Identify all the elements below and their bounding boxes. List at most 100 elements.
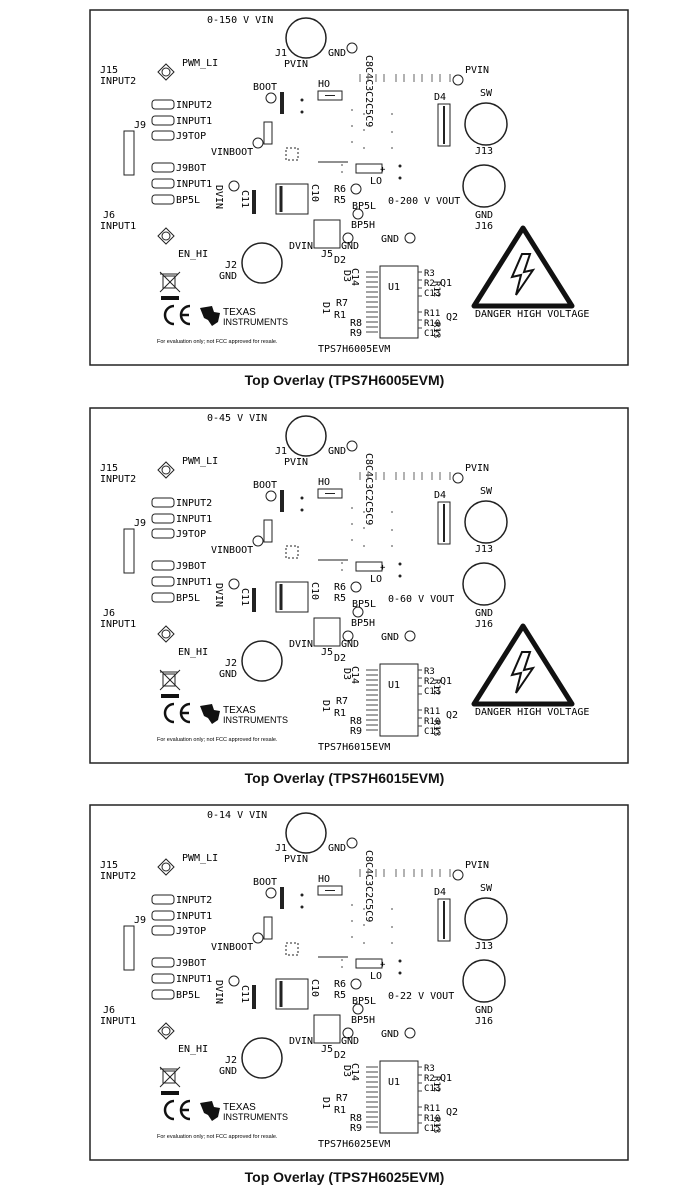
- vinboot-testpoint[interactable]: [252, 137, 264, 149]
- u1-pins-left: [366, 271, 378, 333]
- r10-label: R10: [424, 1114, 440, 1124]
- j9top-jumper[interactable]: [151, 925, 175, 936]
- input1-jumper-b[interactable]: [151, 973, 175, 984]
- j5-label: J5: [321, 647, 333, 658]
- input2-jumper[interactable]: [151, 99, 175, 110]
- j5-connector[interactable]: [313, 617, 341, 647]
- c11-pad: [252, 588, 256, 612]
- bp5h-testpoint[interactable]: [352, 1003, 364, 1015]
- ti-line1: TEXAS: [223, 307, 256, 318]
- bp5l-testpoint[interactable]: [350, 978, 362, 990]
- r1-label: R1: [334, 1105, 346, 1116]
- dvin-testpoint[interactable]: [228, 975, 240, 987]
- j16-connector[interactable]: [462, 164, 506, 208]
- input2-jumper[interactable]: [151, 894, 175, 905]
- j13-connector[interactable]: [464, 897, 508, 941]
- gnd-top-testpoint[interactable]: [346, 42, 358, 54]
- boot-testpoint[interactable]: [265, 92, 277, 104]
- j5-gnd-testpoint[interactable]: [342, 630, 354, 642]
- lo-plus: +: [380, 563, 386, 573]
- j1-connector[interactable]: [285, 415, 327, 457]
- j5-gnd-testpoint[interactable]: [342, 232, 354, 244]
- pvin-right-testpoint[interactable]: [452, 869, 464, 881]
- j6-label: J6: [103, 608, 115, 619]
- bp5h-testpoint[interactable]: [352, 208, 364, 220]
- j1-connector[interactable]: [285, 812, 327, 854]
- j15-pad[interactable]: [157, 63, 175, 81]
- bp5l-testpoint[interactable]: [350, 183, 362, 195]
- gnd-top-testpoint[interactable]: [346, 837, 358, 849]
- j13-connector[interactable]: [464, 500, 508, 544]
- j15-label: J15: [100, 860, 118, 871]
- input1-jumper-a[interactable]: [151, 910, 175, 921]
- dvin-testpoint[interactable]: [228, 578, 240, 590]
- c11-pad: [252, 985, 256, 1009]
- j6-pad[interactable]: [157, 1022, 175, 1040]
- j9-header[interactable]: [123, 130, 135, 176]
- j2-connector[interactable]: [241, 242, 283, 284]
- pvin-right-testpoint[interactable]: [452, 472, 464, 484]
- j9bot-jumper[interactable]: [151, 560, 175, 571]
- j5-connector[interactable]: [313, 219, 341, 249]
- j13-connector[interactable]: [464, 102, 508, 146]
- input1-jumper-b[interactable]: [151, 178, 175, 189]
- input2-jumper[interactable]: [151, 497, 175, 508]
- boot-testpoint[interactable]: [265, 887, 277, 899]
- gnd-mid-testpoint[interactable]: [404, 232, 416, 244]
- boot-testpoint[interactable]: [265, 490, 277, 502]
- fcc-note: For evaluation only; not FCC approved fo…: [157, 339, 278, 345]
- bp5l-jumper[interactable]: [151, 592, 175, 603]
- j5-label: J5: [321, 1044, 333, 1055]
- fcc-note: For evaluation only; not FCC approved fo…: [157, 1134, 278, 1140]
- bp5h-testpoint[interactable]: [352, 606, 364, 618]
- bp5l-jumper[interactable]: [151, 989, 175, 1000]
- j5-gnd-testpoint[interactable]: [342, 1027, 354, 1039]
- j9top-jumper[interactable]: [151, 130, 175, 141]
- j9top-jumper[interactable]: [151, 528, 175, 539]
- j9bot-jumper[interactable]: [151, 162, 175, 173]
- j2-label: J2: [225, 260, 237, 271]
- gnd-mid-testpoint[interactable]: [404, 630, 416, 642]
- ti-logo-icon: [200, 1101, 220, 1121]
- bp5l-testpoint[interactable]: [350, 581, 362, 593]
- gnd-top-testpoint[interactable]: [346, 440, 358, 452]
- j9-header[interactable]: [123, 528, 135, 574]
- j2-gnd-label: GND: [219, 1066, 237, 1077]
- j2-connector[interactable]: [241, 640, 283, 682]
- d4-diode: [437, 501, 451, 545]
- ho-resistor: [317, 90, 343, 101]
- j2-connector[interactable]: [241, 1037, 283, 1079]
- input1-jumper-a[interactable]: [151, 513, 175, 524]
- pvin-right-testpoint[interactable]: [452, 74, 464, 86]
- j6-pad[interactable]: [157, 227, 175, 245]
- j1-connector[interactable]: [285, 17, 327, 59]
- input1-jumper-a[interactable]: [151, 115, 175, 126]
- u1-pins-left: [366, 1066, 378, 1128]
- lightning-bolt-icon: [510, 253, 536, 296]
- high-voltage-warning: DANGER HIGH VOLTAGE: [471, 225, 589, 320]
- j6-pad[interactable]: [157, 625, 175, 643]
- j15-pad[interactable]: [157, 858, 175, 876]
- panel-caption: Top Overlay (TPS7H6025EVM): [244, 1169, 445, 1185]
- r1-label: R1: [334, 310, 346, 321]
- bp5l-jumper[interactable]: [151, 194, 175, 205]
- dvin-testpoint[interactable]: [228, 180, 240, 192]
- gnd-mid-testpoint[interactable]: [404, 1027, 416, 1039]
- c13-label: C13: [424, 1084, 440, 1094]
- j5-connector[interactable]: [313, 1014, 341, 1044]
- vinboot-testpoint[interactable]: [252, 932, 264, 944]
- vinboot-testpoint[interactable]: [252, 535, 264, 547]
- j15-pad[interactable]: [157, 461, 175, 479]
- j16-connector[interactable]: [462, 562, 506, 606]
- vinboot-label: VINBOOT: [211, 942, 253, 953]
- j16-connector[interactable]: [462, 959, 506, 1003]
- d3-label: D3: [341, 668, 352, 680]
- input1-jumper-b[interactable]: [151, 576, 175, 587]
- j9bot-jumper[interactable]: [151, 957, 175, 968]
- small-ic: [285, 942, 299, 956]
- caps-top-label: C8C4C3C2C5C9: [363, 453, 374, 525]
- j9-header[interactable]: [123, 925, 135, 971]
- pcb-overlay: 0-150 V VIN J1 PVIN GND C8C4C3C2C5C9 J15…: [89, 9, 629, 366]
- ti-line2: INSTRUMENTS: [223, 715, 288, 725]
- panel-2: 0-45 V VIN J1 PVIN GND C8C4C3C2C5C9 J15 …: [0, 398, 689, 798]
